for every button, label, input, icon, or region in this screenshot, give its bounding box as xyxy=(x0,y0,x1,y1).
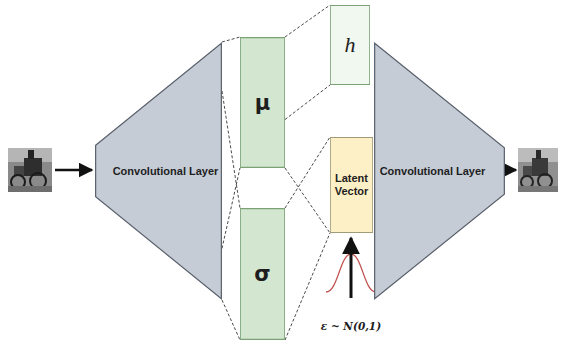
hidden-vector: h xyxy=(330,5,370,85)
decoder-block: Convolutional Layer xyxy=(374,42,505,300)
dashed-connector xyxy=(285,168,330,233)
node-text: h xyxy=(345,32,356,58)
node-text: μ xyxy=(255,91,270,115)
dashed-connector xyxy=(285,137,330,340)
node-text: Convolutional Layer xyxy=(380,165,486,178)
latent-vector: Latent Vector xyxy=(330,137,373,233)
noise-arrow xyxy=(350,238,353,298)
node-text: Latent Vector xyxy=(335,172,369,198)
dashed-connector xyxy=(222,91,240,340)
output-image xyxy=(518,148,558,192)
node-text: σ xyxy=(254,262,270,286)
encoder-block: Convolutional Layer xyxy=(95,42,222,300)
node-text: Convolutional Layer xyxy=(113,165,219,178)
input-arrow xyxy=(55,169,92,172)
input-image xyxy=(8,148,52,192)
dashed-connector xyxy=(222,37,240,248)
dashed-connector xyxy=(285,5,330,120)
sigma-vector: σ xyxy=(240,208,285,340)
output-arrow xyxy=(506,169,516,172)
mean-vector: μ xyxy=(240,37,285,168)
noise-label: ε ~ N(0,1) xyxy=(321,320,381,332)
